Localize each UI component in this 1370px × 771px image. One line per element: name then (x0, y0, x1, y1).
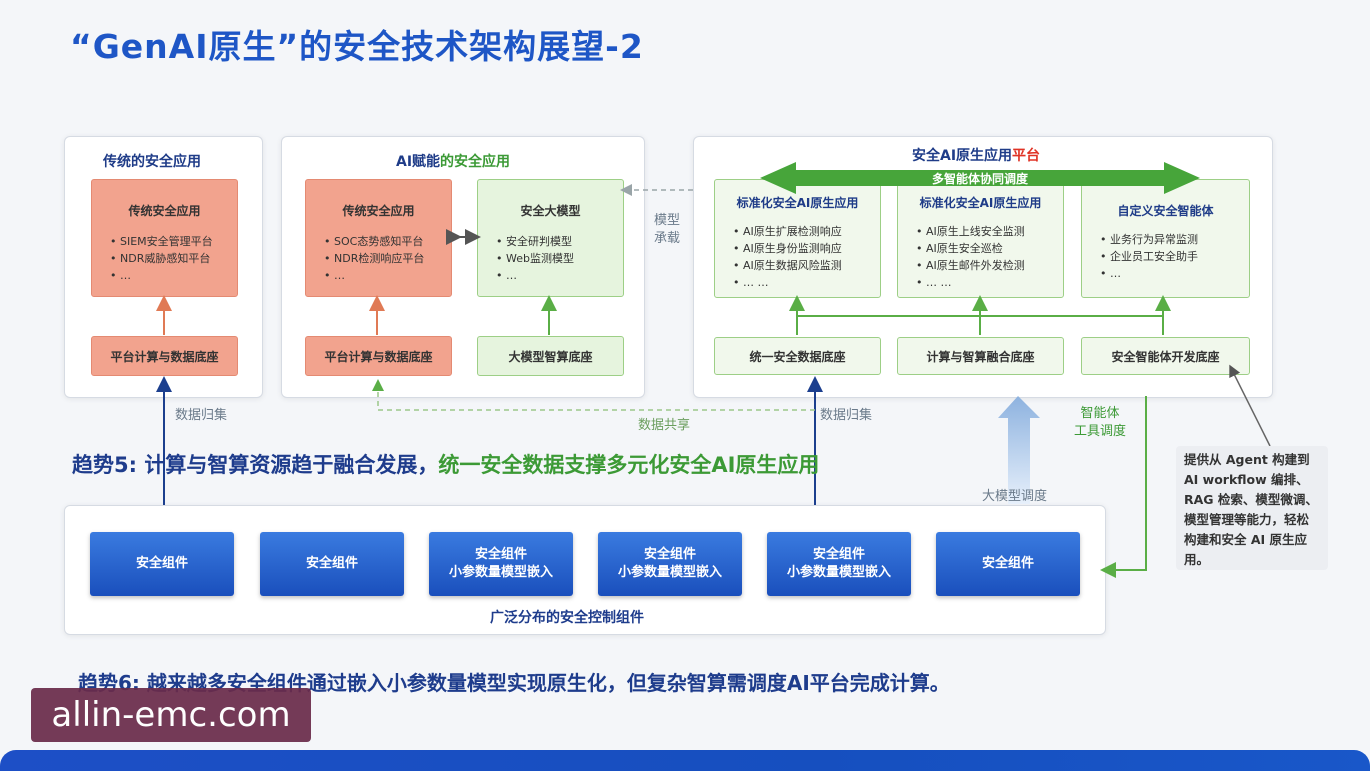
panel-ai-native-title: 安全AI原生应用平台 (912, 145, 1040, 165)
agent-dev-base-box: 安全智能体开发底座 (1081, 337, 1250, 375)
page-title: “GenAI原生”的安全技术架构展望-2 (70, 27, 644, 66)
panel-ai-enabled: AI赋能的安全应用 传统安全应用 SOC态势感知平台 NDR检测响应平台 … 安… (281, 136, 645, 398)
security-llm-title: 安全大模型 (520, 204, 581, 218)
agent-col-2: 标准化安全AI原生应用 AI原生上线安全监测 AI原生安全巡检 AI原生邮件外发… (897, 179, 1064, 298)
list-item: … (324, 267, 451, 284)
list-item: SOC态势感知平台 (324, 233, 451, 250)
unified-data-base-box: 统一安全数据底座 (714, 337, 881, 375)
label-model-carry: 模型 承载 (654, 213, 681, 246)
list-item: NDR威胁感知平台 (110, 250, 237, 267)
label-data-share: 数据共享 (638, 418, 691, 433)
ai-platform-base-box: 平台计算与数据底座 (305, 336, 452, 376)
list-item: … … (916, 274, 1063, 291)
bottom-bar (0, 750, 1370, 771)
title-part-highlight: 的安全应用 (440, 154, 511, 170)
list-item: … (496, 267, 623, 284)
fusion-compute-base-box: 计算与智算融合底座 (897, 337, 1064, 375)
component-box: 安全组件 (936, 532, 1080, 596)
llm-schedule-arrow (998, 396, 1040, 504)
traditional-app-title: 传统安全应用 (128, 204, 201, 218)
title-part: 安全AI原生应用 (912, 148, 1013, 164)
title-part: AI赋能 (396, 154, 441, 170)
multi-agent-arrow (760, 162, 1200, 194)
label-data-collect-1: 数据归集 (175, 408, 228, 423)
multi-agent-label: 多智能体协同调度 (931, 172, 1028, 186)
security-llm-box: 安全大模型 安全研判模型 Web监测模型 … (477, 179, 624, 297)
trend-6-part-2: 但复杂智算需调度AI平台完成计算。 (626, 671, 950, 695)
traditional-app-box: 传统安全应用 SIEM安全管理平台 NDR威胁感知平台 … (91, 179, 238, 297)
list-item: AI原生身份监测响应 (733, 240, 880, 257)
list-item: … (1100, 265, 1249, 282)
list-item: NDR检测响应平台 (324, 250, 451, 267)
watermark: allin-emc.com (31, 688, 311, 742)
agent-col-3-list: 业务行为异常监测 企业员工安全助手 … (1100, 231, 1249, 282)
trend-5-highlight: 统一安全数据支撑多元化安全AI原生应用 (438, 453, 820, 477)
security-llm-list: 安全研判模型 Web监测模型 … (496, 233, 623, 284)
agent-col-1-title: 标准化安全AI原生应用 (736, 196, 859, 210)
component-box: 安全组件 小参数量模型嵌入 (767, 532, 911, 596)
list-item: 业务行为异常监测 (1100, 231, 1249, 248)
agent-col-1-list: AI原生扩展检测响应 AI原生身份监测响应 AI原生数据风险监测 … … (733, 223, 880, 291)
panel-traditional-title: 传统的安全应用 (103, 154, 201, 170)
ai-traditional-app-box: 传统安全应用 SOC态势感知平台 NDR检测响应平台 … (305, 179, 452, 297)
list-item: AI原生安全巡检 (916, 240, 1063, 257)
list-item: SIEM安全管理平台 (110, 233, 237, 250)
ai-traditional-app-title: 传统安全应用 (342, 204, 415, 218)
components-caption: 广泛分布的安全控制组件 (490, 610, 644, 626)
label-llm-schedule: 大模型调度 (982, 489, 1048, 504)
components-band (64, 505, 1106, 635)
agent-col-2-list: AI原生上线安全监测 AI原生安全巡检 AI原生邮件外发检测 … … (916, 223, 1063, 291)
ai-traditional-app-list: SOC态势感知平台 NDR检测响应平台 … (324, 233, 451, 284)
list-item: AI原生上线安全监测 (916, 223, 1063, 240)
traditional-base-box: 平台计算与数据底座 (91, 336, 238, 376)
traditional-app-list: SIEM安全管理平台 NDR威胁感知平台 … (110, 233, 237, 284)
component-box: 安全组件 小参数量模型嵌入 (598, 532, 742, 596)
llm-compute-base-box: 大模型智算底座 (477, 336, 624, 376)
list-item: AI原生扩展检测响应 (733, 223, 880, 240)
panel-traditional: 传统的安全应用 传统安全应用 SIEM安全管理平台 NDR威胁感知平台 … 平台… (64, 136, 263, 398)
list-item: … … (733, 274, 880, 291)
label-data-collect-2: 数据归集 (820, 408, 873, 423)
component-box: 安全组件 (260, 532, 404, 596)
agent-col-3-title: 自定义安全智能体 (1117, 204, 1214, 218)
arrow-data-share (372, 379, 815, 411)
base-to-app-tree (789, 295, 1171, 335)
label-agent-tools: 智能体 工具调度 (1074, 406, 1127, 439)
list-item: 安全研判模型 (496, 233, 623, 250)
panel-ai-enabled-title: AI赋能的安全应用 (396, 151, 510, 171)
arrow-agent-tools (1100, 396, 1147, 578)
title-part-highlight: 平台 (1012, 148, 1041, 164)
callout-pointer (1229, 364, 1271, 447)
list-item: … (110, 267, 237, 284)
agent-col-2-title: 标准化安全AI原生应用 (919, 196, 1042, 210)
trend-5-text: 趋势5: 计算与智算资源趋于融合发展，统一安全数据支撑多元化安全AI原生应用 (72, 449, 819, 479)
list-item: AI原生邮件外发检测 (916, 257, 1063, 274)
trend-5-part: 趋势5: 计算与智算资源趋于融合发展， (72, 453, 439, 477)
agent-col-3: 自定义安全智能体 业务行为异常监测 企业员工安全助手 … (1081, 179, 1250, 298)
component-box: 安全组件 (90, 532, 234, 596)
component-box: 安全组件 小参数量模型嵌入 (429, 532, 573, 596)
list-item: Web监测模型 (496, 250, 623, 267)
list-item: AI原生数据风险监测 (733, 257, 880, 274)
list-item: 企业员工安全助手 (1100, 248, 1249, 265)
callout-box: 提供从 Agent 构建到 AI workflow 编排、RAG 检索、模型微调… (1176, 446, 1328, 570)
